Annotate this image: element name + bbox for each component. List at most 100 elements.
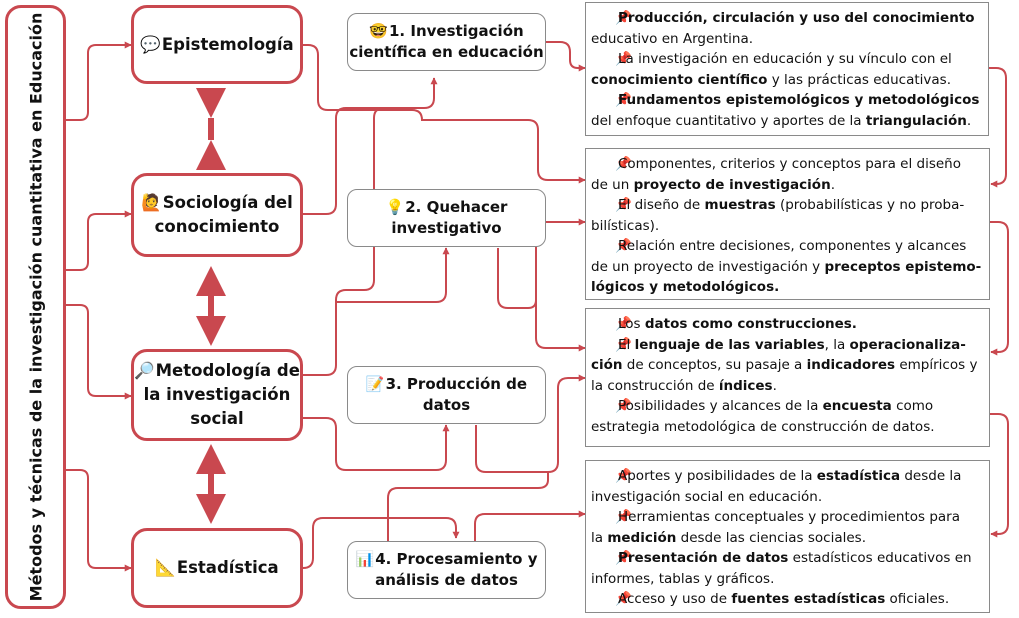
pushpin-icon: 📌	[615, 51, 632, 67]
link-unit4-content4	[474, 510, 586, 542]
text: como	[891, 398, 934, 414]
text: y las prácticas educativas.	[767, 71, 952, 88]
label-text: Sociología del	[162, 193, 293, 212]
bullet-item: 📌El diseño de muestras (probabilísticas …	[591, 195, 983, 236]
bold-text: muestras	[704, 197, 776, 213]
content-box-3: 📌Los datos como construcciones.📌El lengu…	[585, 308, 990, 447]
link-unit2-content3	[535, 300, 586, 352]
bullet-line: conocimiento científico y las prácticas …	[591, 70, 982, 91]
pushpin-icon: 📌	[615, 156, 632, 172]
bullet-item: 📌Herramientas conceptuales y procedimien…	[591, 507, 983, 548]
bullet-line: lógicos y metodológicos.	[591, 277, 983, 298]
bullet-line: investigación social en educación.	[591, 487, 983, 508]
person-raising-hand-icon: 🙋	[141, 193, 162, 212]
bullet-item: 📌Producción, circulación y uso del conoc…	[591, 8, 982, 49]
label-text: conocimiento	[154, 217, 280, 236]
pushpin-icon: 📌	[615, 398, 632, 414]
content-box-2: 📌Componentes, criterios y conceptos para…	[585, 148, 990, 300]
discipline-label: 📐Estadística	[155, 556, 278, 580]
label-line: análisis de datos	[356, 570, 538, 591]
link-estadistica-unit4	[302, 517, 460, 569]
text: de conceptos, su pasaje a	[622, 357, 807, 373]
bullet-item: 📌Relación entre decisiones, componentes …	[591, 236, 983, 298]
discipline-sociologia: 🙋Sociología del conocimiento	[131, 173, 303, 257]
bold-text: Producción, circulación y uso del conoci…	[618, 10, 975, 26]
label-line: conocimiento	[141, 215, 293, 239]
bold-text: triangulación	[865, 112, 967, 129]
label-line: investigativo	[386, 218, 508, 239]
pushpin-icon: 📌	[615, 197, 632, 213]
label-line: 💬Epistemología	[140, 33, 293, 57]
link-content3-content4	[990, 413, 1009, 538]
bold-text: lógicos y metodológicos.	[591, 279, 780, 295]
bullet-line: estrategia metodológica de construcción …	[591, 417, 983, 438]
link-title-epistemologia	[66, 41, 132, 121]
bold-text: indicadores	[806, 357, 896, 373]
label-text: investigativo	[391, 219, 502, 237]
bullet-item: 📌Componentes, criterios y conceptos para…	[591, 154, 983, 195]
label-line: 🤓1. Investigación	[349, 21, 543, 42]
bullet-item: 📌El lenguaje de las variables, la operac…	[591, 335, 983, 397]
text: El	[618, 336, 635, 353]
bullet-line: ción de conceptos, su pasaje a indicador…	[591, 355, 983, 376]
text: de un	[591, 176, 634, 193]
text: desde la	[900, 468, 962, 484]
discipline-label: 🙋Sociología del conocimiento	[141, 191, 293, 239]
bold-text: medición	[607, 529, 677, 546]
text: investigación social en educación.	[591, 488, 823, 505]
text: El diseño de	[618, 197, 705, 213]
bullet-item: 📌Presentación de datos estadísticos educ…	[591, 548, 983, 589]
link-epistemologia-content2	[303, 44, 586, 184]
text: Componentes, criterios y conceptos para …	[618, 156, 961, 172]
text: (probabilísticas y no proba-	[775, 197, 965, 213]
bullet-line: 📌Posibilidades y alcances de la encuesta…	[591, 396, 983, 417]
text: Posibilidades y alcances de la	[618, 398, 823, 414]
link-content2-content3	[990, 221, 1009, 356]
text: informes, tablas y gráficos.	[591, 570, 775, 587]
pushpin-icon: 📌	[615, 509, 632, 525]
bold-text: estadística	[816, 468, 901, 484]
text: de un proyecto de investigación y	[591, 258, 825, 275]
pushpin-icon: 📌	[615, 92, 632, 108]
text: la	[591, 529, 608, 546]
label-line: 💡2. Quehacer	[386, 197, 508, 218]
light-bulb-icon: 💡	[385, 198, 405, 216]
text: del enfoque cuantitativo y aportes de la	[591, 112, 866, 129]
bullet-line: de un proyecto de investigación y precep…	[591, 257, 983, 278]
link-metodologia-unit1	[303, 107, 385, 376]
bullet-line: 📌El diseño de muestras (probabilísticas …	[591, 195, 983, 216]
double-arrow-epis-socio	[196, 88, 226, 170]
bold-text: proyecto de investigación	[633, 176, 831, 193]
bold-text: ción	[591, 357, 623, 373]
text: desde las ciencias sociales.	[676, 529, 866, 546]
bullet-line: 📌Relación entre decisiones, componentes …	[591, 236, 983, 257]
text: Herramientas conceptuales y procedimient…	[618, 509, 961, 525]
bullet-line: 📌Componentes, criterios y conceptos para…	[591, 154, 983, 175]
pushpin-icon: 📌	[615, 336, 632, 353]
pushpin-icon: 📌	[615, 10, 632, 26]
bullet-line: 📌Producción, circulación y uso del conoc…	[591, 8, 982, 29]
double-arrow-meto-estad	[196, 444, 226, 524]
pushpin-icon: 📌	[615, 591, 632, 607]
magnifying-glass-icon: 🔎	[134, 361, 155, 380]
discipline-epistemologia: 💬Epistemología	[131, 5, 303, 84]
label-text: análisis de datos	[375, 571, 518, 589]
label-text: Epistemología	[161, 34, 294, 54]
bullet-line: de un proyecto de investigación.	[591, 175, 983, 196]
link-unit3-content4	[387, 472, 549, 542]
bold-text: datos como construcciones.	[644, 316, 857, 332]
label-line: datos	[366, 395, 527, 416]
diagram-title: Métodos y técnicas de la investigación c…	[26, 12, 45, 602]
text: Relación entre decisiones, componentes y…	[618, 238, 967, 254]
label-line: 📝3. Producción de	[366, 374, 527, 395]
label-line: científica en educación	[349, 42, 543, 63]
text: Acceso y uso de	[618, 591, 732, 607]
bar-chart-icon: 📊	[355, 550, 375, 568]
bold-text: índices	[718, 377, 773, 394]
